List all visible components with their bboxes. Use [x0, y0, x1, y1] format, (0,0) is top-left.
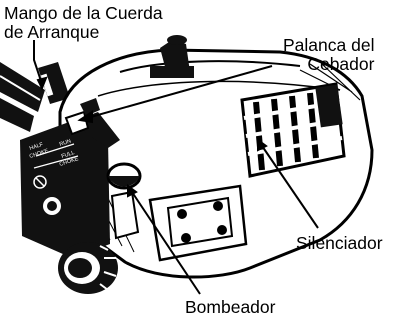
bottom-knob: [58, 242, 118, 294]
decal-run: RUN: [59, 139, 72, 148]
leader-choke: [79, 65, 273, 121]
engine-lower-panel: [148, 184, 248, 262]
decal-full: FULL: [61, 150, 76, 160]
air-filter-cover: HALF CHOKE RUN FULL CHOKE: [20, 112, 120, 258]
leader-starter: [33, 40, 43, 85]
primer-bulb: [106, 162, 142, 240]
decal-half: HALF: [29, 142, 45, 152]
label-muffler: Silenciador: [296, 233, 383, 253]
spark-plug-cap: [150, 35, 194, 78]
leader-primer: [127, 185, 201, 295]
leader-muffler: [257, 139, 319, 229]
choke-lever: [64, 98, 100, 136]
leader-lines: [33, 40, 319, 295]
label-choke-lever-line-1: Palanca del: [283, 35, 375, 55]
label-starter-handle-line-1: Mango de la Cuerda: [4, 3, 163, 23]
decal-choke: CHOKE: [29, 148, 50, 160]
label-primer-bulb: Bombeador: [185, 297, 276, 317]
label-starter-handle: Mango de la Cuerda de Arranque: [4, 4, 163, 42]
drive-shaft: [0, 62, 45, 132]
label-choke-lever: Palanca del Cebador: [283, 36, 374, 74]
label-choke-lever-line-2: Cebador: [307, 54, 375, 74]
decal-choke-2: CHOKE: [59, 156, 80, 168]
label-starter-handle-line-2: de Arranque: [4, 22, 100, 42]
